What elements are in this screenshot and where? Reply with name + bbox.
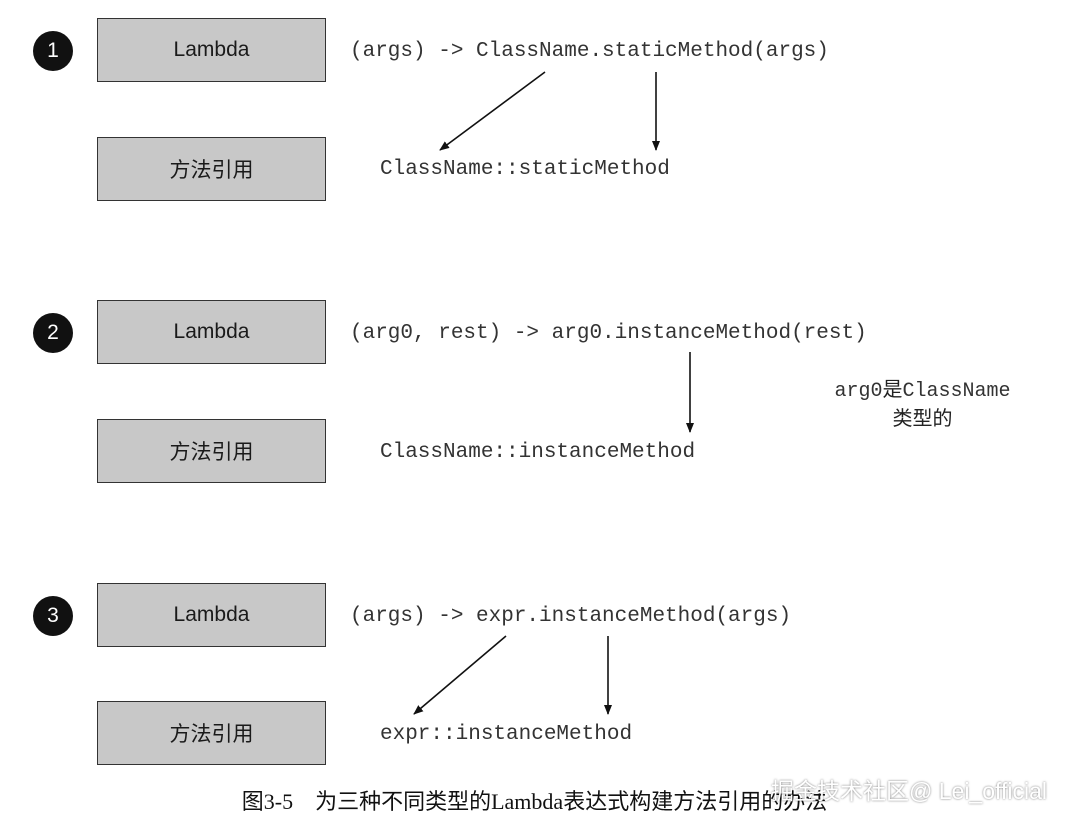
step-2-badge: 2	[33, 313, 73, 353]
lambda-box-2: Lambda	[97, 300, 326, 364]
note-is: 是	[882, 377, 903, 401]
method-ref-box-1: 方法引用	[97, 137, 326, 201]
method-ref-code-1: ClassName::staticMethod	[380, 158, 670, 181]
method-ref-code-2: ClassName::instanceMethod	[380, 441, 696, 464]
lambda-box-3: Lambda	[97, 583, 326, 647]
note-line2: 类型的	[892, 406, 953, 430]
lambda-box-1: Lambda	[97, 18, 326, 82]
method-ref-box-2: 方法引用	[97, 419, 326, 483]
arg0-type-note: arg0是ClassName 类型的	[800, 376, 1045, 432]
lambda-code-2: (arg0, rest) -> arg0.instanceMethod(rest…	[350, 322, 867, 345]
step-3-badge: 3	[33, 596, 73, 636]
figure-caption: 图3-5 为三种不同类型的Lambda表达式构建方法引用的办法	[241, 789, 828, 814]
arrow-3-diagonal	[413, 635, 507, 715]
watermark: 掘金技术社区@ Lei_official	[771, 778, 1047, 804]
step-1-badge: 1	[33, 31, 73, 71]
arrow-1-diagonal	[439, 71, 546, 151]
lambda-code-3: (args) -> expr.instanceMethod(args)	[350, 605, 792, 628]
method-ref-box-3: 方法引用	[97, 701, 326, 765]
lambda-code-1: (args) -> ClassName.staticMethod(args)	[350, 40, 829, 63]
note-classname: ClassName	[902, 380, 1011, 403]
note-arg0: arg0	[834, 380, 883, 403]
method-ref-code-3: expr::instanceMethod	[380, 723, 633, 746]
